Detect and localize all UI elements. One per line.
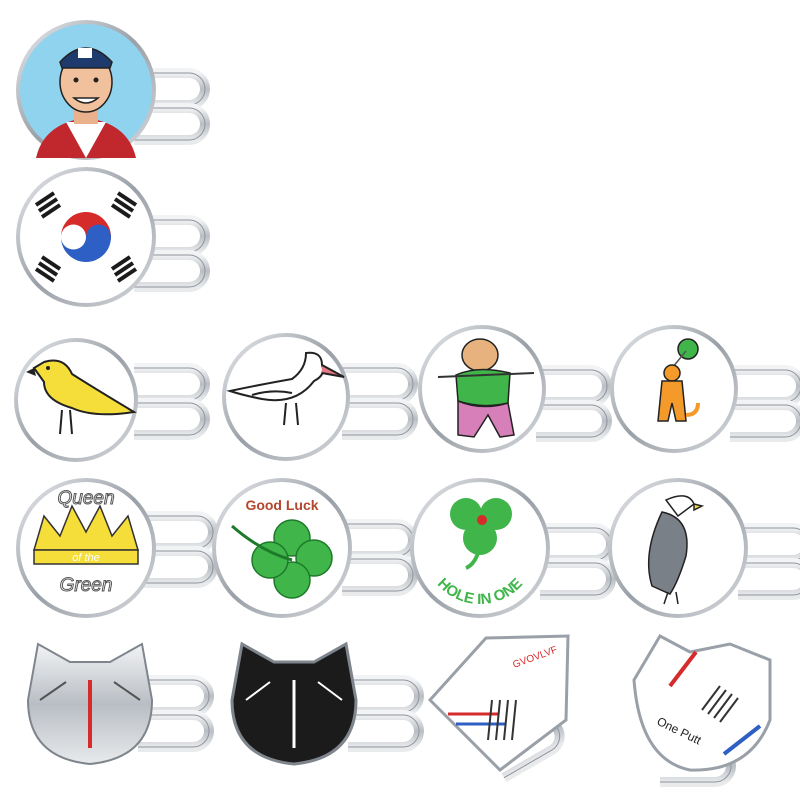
arrow-marker-icon bbox=[427, 634, 570, 772]
marker-one-putt: One Putt bbox=[620, 630, 800, 775]
cat-marker-icon bbox=[26, 642, 154, 766]
cat-marker-icon bbox=[230, 641, 358, 766]
man-face-icon bbox=[36, 47, 136, 158]
queen-bottom-text: Green bbox=[60, 575, 113, 596]
seagull-icon bbox=[226, 351, 345, 426]
marker-tiger-golfer bbox=[610, 325, 800, 470]
marker-arrow-gvovlvf: GVOVLVF bbox=[427, 630, 618, 775]
clover-icon bbox=[231, 519, 333, 599]
marker-yellow-bird bbox=[14, 338, 204, 483]
tiger-golfer-icon bbox=[657, 338, 700, 422]
marker-good-luck: Good Luck bbox=[212, 476, 402, 621]
marker-queen-of-the-green: Queen of the Green bbox=[14, 476, 204, 621]
bulldog-golfer-icon bbox=[437, 338, 535, 438]
yellow-bird-icon bbox=[26, 359, 137, 435]
good-luck-text: Good Luck bbox=[245, 497, 318, 513]
eagle-icon bbox=[647, 495, 705, 605]
marker-cat-black bbox=[228, 640, 418, 785]
marker-cat-silver bbox=[18, 640, 208, 785]
korea-flag-icon bbox=[34, 191, 138, 283]
marker-hole-in-one: HOLE IN ONE bbox=[410, 476, 600, 621]
crown-icon bbox=[32, 504, 140, 565]
marker-korea-flag bbox=[14, 165, 204, 310]
queen-mid-text: of the bbox=[72, 552, 100, 564]
cat-marker-icon bbox=[632, 634, 772, 772]
queen-top-text: Queen bbox=[57, 488, 114, 509]
marker-man bbox=[14, 18, 204, 163]
shamrock-icon bbox=[450, 498, 512, 570]
marker-seagull bbox=[222, 333, 412, 478]
marker-eagle bbox=[608, 476, 798, 621]
marker-bulldog-golfer bbox=[418, 325, 608, 470]
